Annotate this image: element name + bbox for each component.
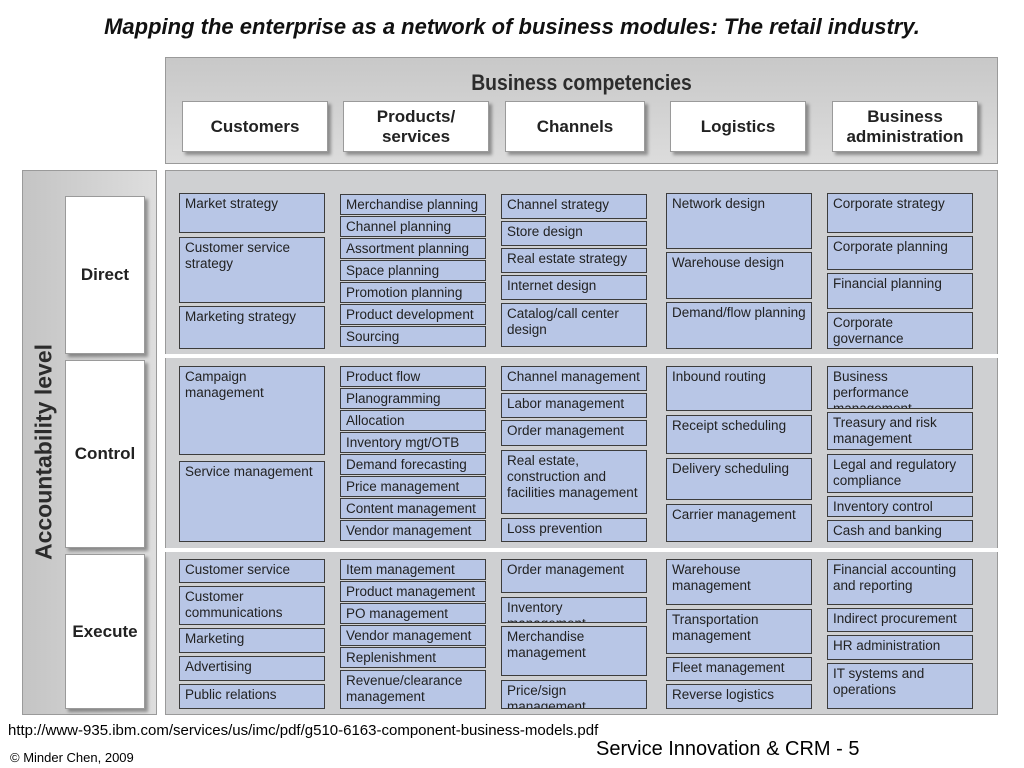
module-cell: Merchandise planning <box>340 194 486 215</box>
module-cell: Reverse logistics <box>666 684 812 709</box>
module-cell: Warehouse management <box>666 559 812 605</box>
module-cell: Price/sign management <box>501 680 647 709</box>
module-cell: Vendor management <box>340 625 486 646</box>
module-cell: Space planning <box>340 260 486 281</box>
module-cell: Order management <box>501 559 647 593</box>
module-cell: Inventory control <box>827 496 973 517</box>
module-cell: PO management <box>340 603 486 624</box>
module-cell: Labor management <box>501 393 647 418</box>
module-cell: Store design <box>501 221 647 246</box>
row-separator <box>165 354 998 358</box>
module-cell: Product development <box>340 304 486 325</box>
module-cell: Item management <box>340 559 486 580</box>
module-cell: HR administration <box>827 635 973 660</box>
module-cell: Customer communications <box>179 586 325 625</box>
module-cell: Catalog/call center design <box>501 303 647 347</box>
module-cell: Planogramming <box>340 388 486 409</box>
module-cell: Product management <box>340 581 486 602</box>
module-cell: Marketing <box>179 628 325 653</box>
module-cell: Service management <box>179 461 325 542</box>
module-cell: Transportation management <box>666 609 812 654</box>
module-cell: Corporate strategy <box>827 193 973 233</box>
competencies-title: Business competencies <box>471 70 692 95</box>
column-header-channels: Channels <box>505 101 645 152</box>
module-cell: Real estate strategy <box>501 248 647 273</box>
module-cell: Demand forecasting <box>340 454 486 475</box>
module-cell: Indirect procurement <box>827 608 973 632</box>
copyright: © Minder Chen, 2009 <box>10 750 134 765</box>
module-cell: Financial planning <box>827 273 973 309</box>
module-cell: Loss prevention <box>501 518 647 542</box>
column-header-logistics: Logistics <box>670 101 806 152</box>
module-cell: Allocation <box>340 410 486 431</box>
module-cell: Channel planning <box>340 216 486 237</box>
module-cell: Treasury and risk management <box>827 412 973 450</box>
module-cell: Financial accounting and reporting <box>827 559 973 605</box>
module-cell: Merchandise management <box>501 626 647 676</box>
module-cell: IT systems and operations <box>827 663 973 709</box>
module-cell: Real estate, construction and facilities… <box>501 450 647 514</box>
module-cell: Warehouse design <box>666 252 812 299</box>
module-cell: Price management <box>340 476 486 497</box>
column-header-business-administration: Business administration <box>832 101 978 152</box>
module-cell: Content management <box>340 498 486 519</box>
module-cell: Campaign management <box>179 366 325 455</box>
module-cell: Market strategy <box>179 193 325 233</box>
column-header-products: Products/ services <box>343 101 489 152</box>
module-cell: Inventory management <box>501 597 647 623</box>
module-cell: Inbound routing <box>666 366 812 411</box>
level-control: Control <box>65 360 145 548</box>
module-cell: Promotion planning <box>340 282 486 303</box>
module-cell: Business performance management <box>827 366 973 409</box>
module-cell: Product flow <box>340 366 486 387</box>
module-cell: Customer service <box>179 559 325 583</box>
module-cell: Vendor management <box>340 520 486 541</box>
module-cell: Network design <box>666 193 812 249</box>
module-cell: Receipt scheduling <box>666 415 812 454</box>
module-cell: Revenue/clearance management <box>340 670 486 709</box>
module-cell: Channel strategy <box>501 194 647 219</box>
slide-title: Mapping the enterprise as a network of b… <box>104 14 920 39</box>
module-cell: Corporate planning <box>827 236 973 270</box>
module-cell: Carrier management <box>666 504 812 542</box>
module-cell: Sourcing <box>340 326 486 347</box>
module-cell: Fleet management <box>666 657 812 681</box>
slide-footer-label: Service Innovation & CRM - 5 <box>596 738 860 760</box>
module-cell: Marketing strategy <box>179 306 325 349</box>
module-cell: Assortment planning <box>340 238 486 259</box>
module-cell: Cash and banking <box>827 520 973 542</box>
module-cell: Delivery scheduling <box>666 458 812 500</box>
module-cell: Customer service strategy <box>179 237 325 303</box>
module-cell: Channel management <box>501 366 647 391</box>
module-cell: Corporate governance <box>827 312 973 349</box>
row-separator <box>165 548 998 552</box>
module-cell: Replenishment <box>340 647 486 668</box>
source-url: http://www-935.ibm.com/services/us/imc/p… <box>8 722 599 739</box>
module-cell: Internet design <box>501 275 647 300</box>
column-header-customers: Customers <box>182 101 328 152</box>
module-cell: Order management <box>501 420 647 446</box>
module-cell: Inventory mgt/OTB <box>340 432 486 453</box>
level-direct: Direct <box>65 196 145 354</box>
module-cell: Public relations <box>179 684 325 709</box>
module-cell: Demand/flow planning <box>666 302 812 349</box>
module-cell: Advertising <box>179 656 325 681</box>
module-cell: Legal and regulatory compliance <box>827 454 973 493</box>
level-execute: Execute <box>65 554 145 709</box>
